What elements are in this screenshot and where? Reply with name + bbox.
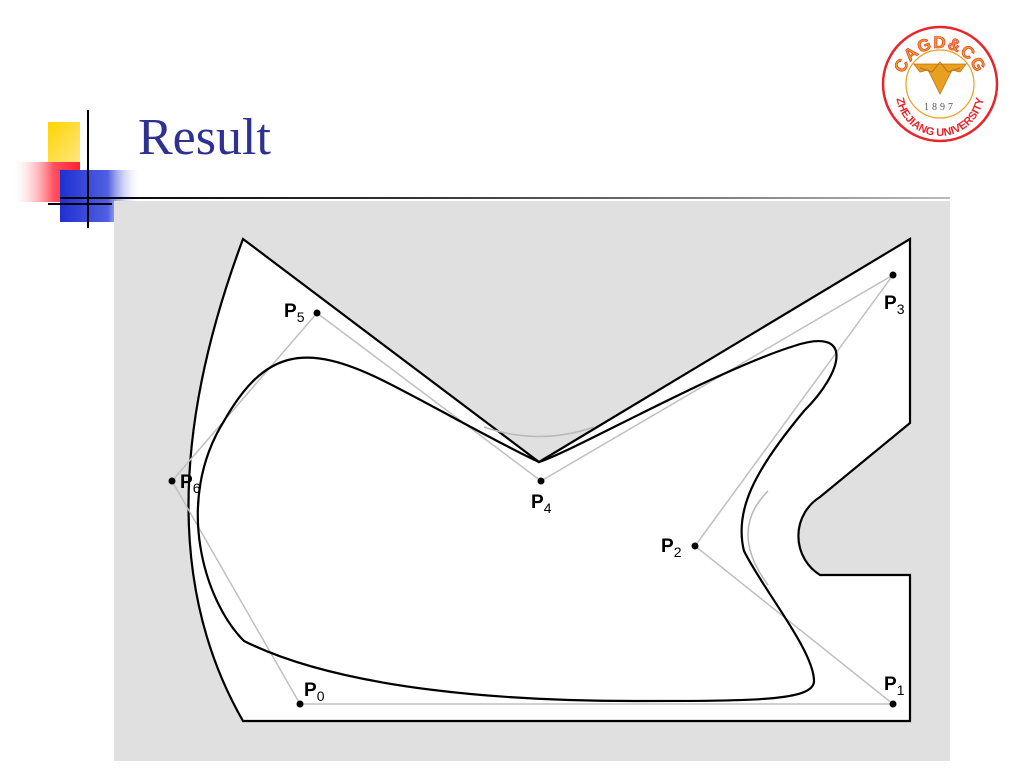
control-point-p0: [296, 700, 304, 708]
boundary-region: [187, 237, 912, 723]
label-p3: P3: [884, 293, 905, 317]
label-p6: P6: [180, 472, 201, 496]
logo-year: 1897: [924, 102, 956, 113]
control-point-p4: [537, 477, 545, 485]
spline-curve: [196, 340, 838, 703]
control-point-p3: [889, 271, 897, 279]
slide-title: Result: [138, 109, 271, 166]
zju-cagd-logo: CAGD&CG ZHEJIANG UNIVERSITY 1897: [881, 25, 999, 143]
control-point-p5: [313, 309, 321, 317]
label-p1: P1: [884, 674, 905, 698]
logo-emblem-icon: [913, 61, 967, 95]
curve-diagram: P0 P1 P2 P3 P4 P5 P6: [114, 201, 950, 761]
control-point-p6: [168, 477, 176, 485]
label-p2: P2: [661, 536, 682, 560]
deco-yellow-square: [48, 122, 80, 162]
control-point-p1: [889, 700, 897, 708]
title-underline: [60, 197, 950, 199]
auxiliary-arc-notch: [747, 490, 769, 586]
control-point-p2: [691, 542, 699, 550]
label-p0: P0: [304, 680, 325, 704]
auxiliary-arc-top: [483, 426, 595, 438]
label-p5: P5: [284, 301, 305, 325]
label-p4: P4: [531, 492, 552, 516]
